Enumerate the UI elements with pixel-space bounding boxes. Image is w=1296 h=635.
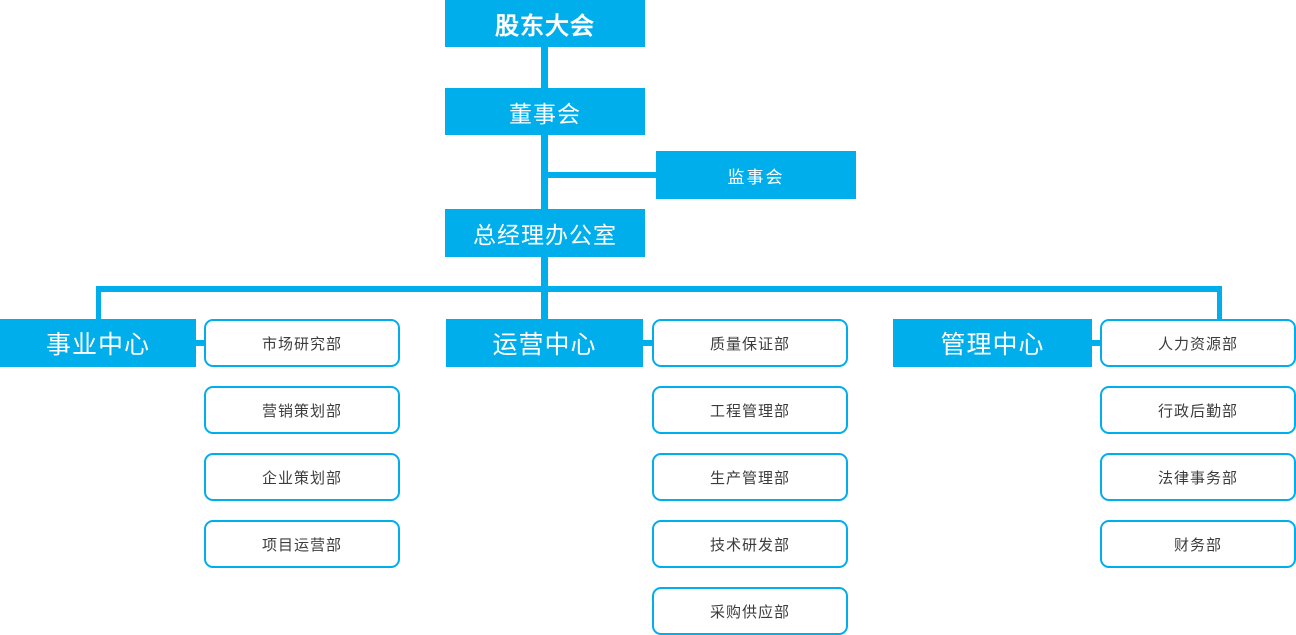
node-department[interactable]: 采购供应部 bbox=[652, 587, 848, 635]
node-department[interactable]: 法律事务部 bbox=[1100, 453, 1296, 501]
node-general-manager-office[interactable]: 总经理办公室 bbox=[445, 209, 645, 257]
node-department[interactable]: 项目运营部 bbox=[204, 520, 400, 568]
connector-stub-operations-center bbox=[638, 340, 658, 346]
connector-stub-management-center bbox=[1086, 340, 1106, 346]
node-department[interactable]: 企业策划部 bbox=[204, 453, 400, 501]
node-center-business[interactable]: 事业中心 bbox=[0, 319, 196, 367]
connector-elbow-left-center bbox=[96, 286, 118, 322]
connector-board-to-supervisors bbox=[541, 172, 657, 178]
connector-elbow-right-center bbox=[1200, 286, 1222, 322]
connector-distribution-bar bbox=[96, 286, 1222, 292]
node-center-management[interactable]: 管理中心 bbox=[893, 319, 1092, 367]
node-department[interactable]: 质量保证部 bbox=[652, 319, 848, 367]
node-center-operations[interactable]: 运营中心 bbox=[446, 319, 643, 367]
node-department[interactable]: 生产管理部 bbox=[652, 453, 848, 501]
node-department[interactable]: 财务部 bbox=[1100, 520, 1296, 568]
node-department[interactable]: 行政后勤部 bbox=[1100, 386, 1296, 434]
node-department[interactable]: 市场研究部 bbox=[204, 319, 400, 367]
node-department[interactable]: 人力资源部 bbox=[1100, 319, 1296, 367]
connector-stub-business-center bbox=[190, 340, 210, 346]
node-department[interactable]: 工程管理部 bbox=[652, 386, 848, 434]
node-shareholders-meeting[interactable]: 股东大会 bbox=[445, 0, 645, 47]
node-board-of-directors[interactable]: 董事会 bbox=[445, 88, 645, 135]
node-department[interactable]: 技术研发部 bbox=[652, 520, 848, 568]
node-department[interactable]: 营销策划部 bbox=[204, 386, 400, 434]
connector-shareholders-to-board bbox=[541, 47, 548, 89]
node-board-of-supervisors[interactable]: 监事会 bbox=[656, 151, 856, 199]
